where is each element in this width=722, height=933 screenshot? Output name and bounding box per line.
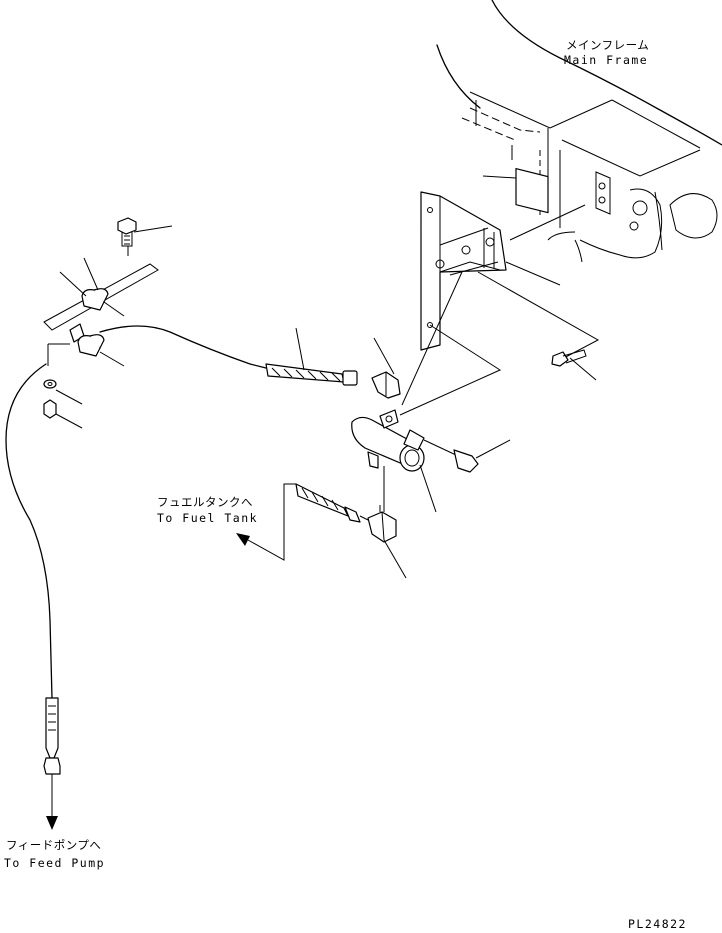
feed-pump-hose <box>5 363 61 830</box>
mounting-bracket <box>399 191 600 416</box>
feed-pump-label-jp: フィードポンプへ <box>6 838 101 852</box>
clamp-bolt <box>117 217 173 256</box>
elbow-fitting-upper <box>371 337 401 399</box>
upper-fuel-hose <box>99 325 358 386</box>
clamp-assembly <box>43 257 159 367</box>
main-frame <box>436 0 722 263</box>
drawing-number: PL24822 <box>628 917 687 931</box>
washer-and-nut <box>43 379 83 429</box>
lower-fuel-hose <box>247 483 369 561</box>
main-frame-label-en: Main Frame <box>564 53 648 67</box>
to-fuel-tank-arrow <box>236 533 250 546</box>
bracket-bolt <box>551 349 597 381</box>
fuel-tank-label-en: To Fuel Tank <box>157 511 258 525</box>
main-frame-label-jp: メインフレーム <box>566 38 649 52</box>
elbow-fitting-lower <box>367 505 407 579</box>
fuel-filter-valve <box>351 409 437 513</box>
feed-pump-label-en: To Feed Pump <box>4 856 105 870</box>
valve-bolt <box>423 439 511 473</box>
fuel-tank-label-jp: フュエルタンクへ <box>157 495 253 509</box>
